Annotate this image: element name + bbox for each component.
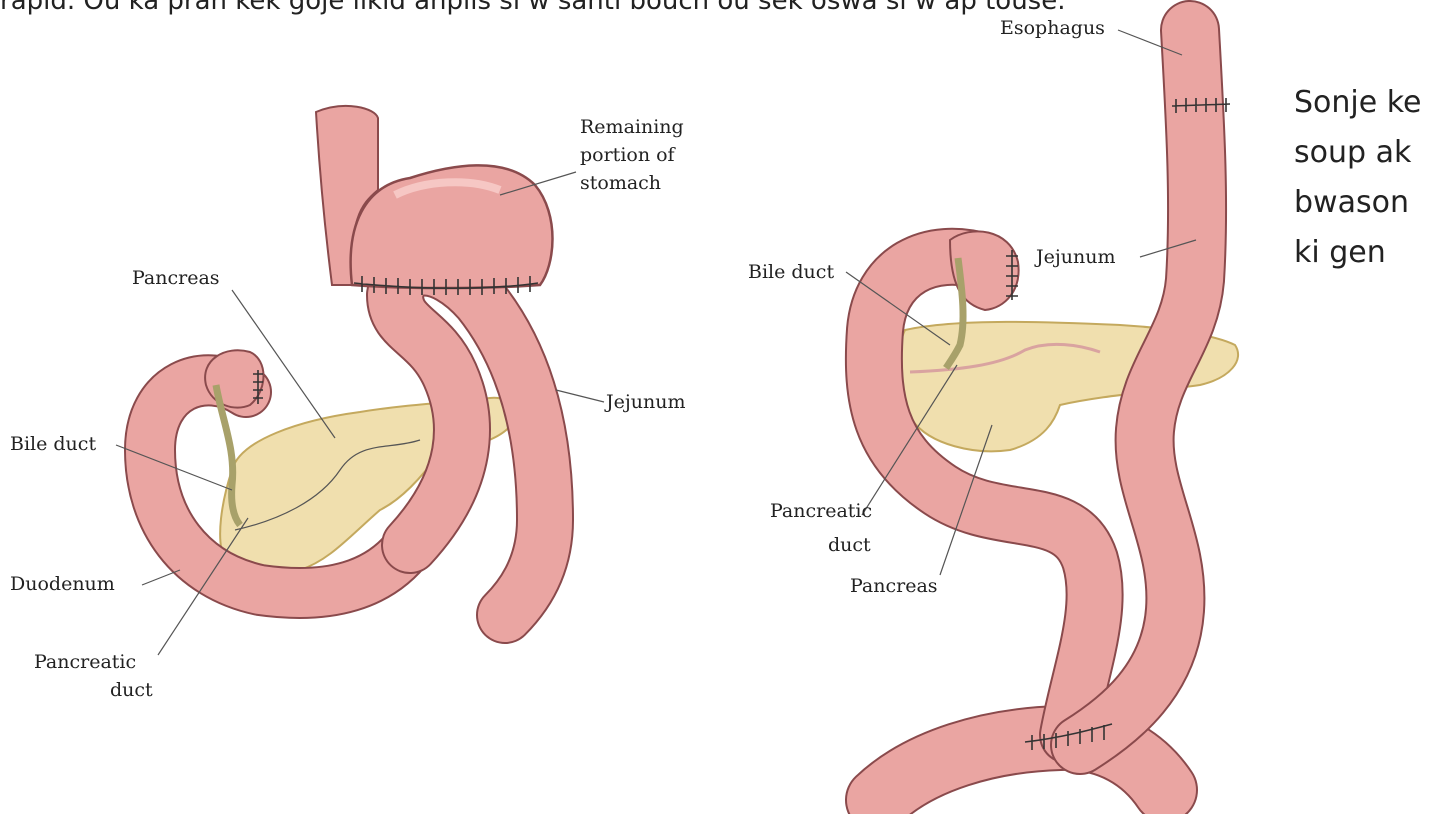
left-jejunum-label: Jejunum	[604, 391, 685, 413]
right-esophagus-label: Esophagus	[1000, 17, 1105, 39]
right-jejunum-label: Jejunum	[1034, 246, 1115, 268]
left-bile-duct-label: Bile duct	[10, 433, 96, 455]
right-pancreatic-label-line1: Pancreatic	[770, 500, 872, 522]
right-anatomy-figure: Esophagus Jejunum Bile duct Pancreatic d…	[748, 17, 1238, 800]
left-remaining-label-line3: stomach	[580, 172, 661, 194]
left-pancreas-label: Pancreas	[132, 267, 220, 289]
right-bile-duct-label: Bile duct	[748, 261, 834, 283]
left-duodenum-label: Duodenum	[10, 573, 115, 595]
left-anatomy-figure: Remaining portion of stomach Pancreas Je…	[10, 106, 685, 701]
left-pancreatic-label-line2: duct	[110, 679, 153, 701]
left-pancreatic-label-line1: Pancreatic	[34, 651, 136, 673]
right-pancreas-label: Pancreas	[850, 575, 938, 597]
left-duodenal-stump	[205, 350, 263, 407]
left-jejunum-leader	[556, 390, 604, 402]
left-remaining-label-line1: Remaining	[580, 116, 684, 138]
left-remaining-label-line2: portion of	[580, 144, 677, 166]
left-duodenum-leader	[142, 570, 180, 585]
right-pancreatic-label-line2: duct	[828, 534, 871, 556]
